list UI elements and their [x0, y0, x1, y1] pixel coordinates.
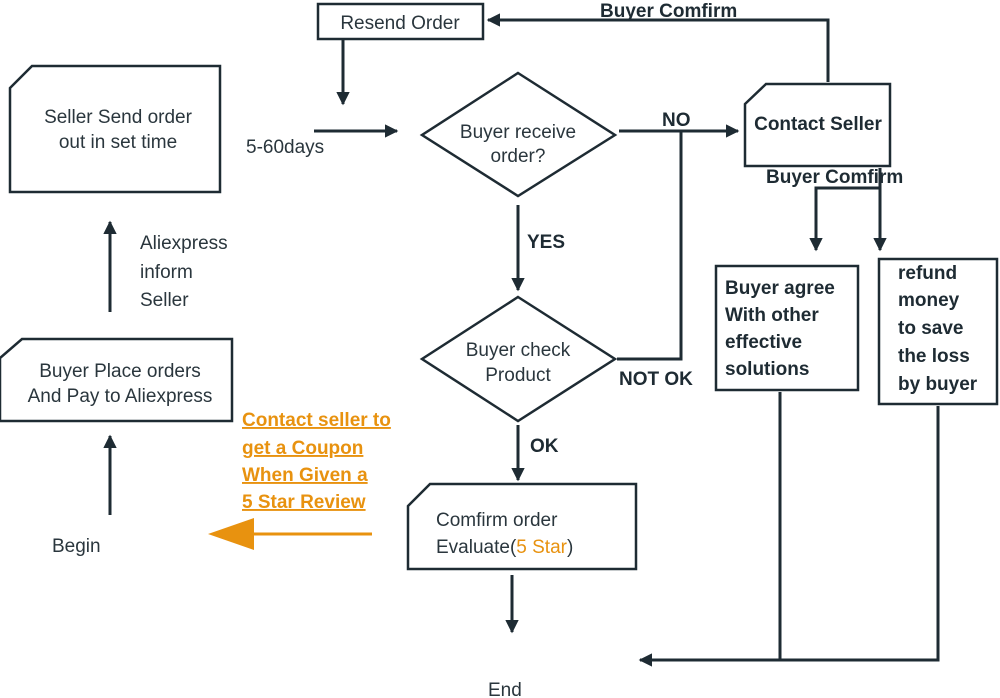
seller-send-line-1: Seller Send order [44, 107, 193, 128]
resend-order-label: Resend Order [340, 13, 460, 34]
refund-line-4: the loss [898, 346, 970, 367]
coupon-line-2: get a Coupon [242, 438, 363, 459]
aliexpress-inform-line-3: Seller [140, 290, 189, 311]
buyer-check-decision [419, 295, 618, 423]
end-label: End [488, 680, 522, 698]
seller-send-box [8, 64, 222, 194]
arrow-contact-to-resend [486, 13, 830, 82]
buyer-check-line-1: Buyer check [466, 340, 571, 361]
contact-seller-label: Contact Seller [754, 114, 882, 135]
arrow-refund-to-end [638, 406, 940, 667]
confirm-evaluate-text: Evaluate( [436, 537, 517, 558]
refund-line-5: by buyer [898, 374, 978, 395]
line-notok-to-no [617, 131, 683, 361]
buyer-place-box [0, 337, 234, 423]
buyer-receive-line-2: order? [491, 146, 546, 167]
buyer-receive-decision [419, 71, 618, 198]
confirm-five-star: 5 Star [516, 537, 567, 558]
buyer-place-line-1: Buyer Place orders [39, 361, 201, 382]
buyer-confirm-mid-label: Buyer Comfirm [766, 167, 903, 188]
no-label: NO [662, 110, 691, 131]
coupon-line-3: When Given a [242, 465, 368, 486]
days-label: 5-60days [246, 137, 324, 158]
contact-seller-box [743, 82, 892, 168]
arrow-contact-to-agree [809, 168, 882, 252]
coupon-line-1: Contact seller to [242, 410, 391, 431]
resend-order-box [316, 2, 485, 41]
aliexpress-inform-line-1: Aliexpress [140, 233, 228, 254]
aliexpress-inform-line-2: inform [140, 262, 193, 283]
buyer-confirm-top-label: Buyer Comfirm [600, 1, 737, 22]
buyer-agree-line-4: solutions [725, 359, 809, 380]
confirm-order-box [406, 482, 638, 571]
not-ok-label: NOT OK [619, 369, 693, 390]
buyer-place-line-2: And Pay to Aliexpress [28, 386, 213, 407]
buyer-agree-line-2: With other [725, 305, 819, 326]
confirm-order-line-1: Comfirm order [436, 510, 558, 531]
buyer-agree-line-3: effective [725, 332, 802, 353]
ok-label: OK [530, 436, 559, 457]
begin-label: Begin [52, 536, 101, 557]
seller-send-line-2: out in set time [59, 132, 177, 153]
buyer-receive-line-1: Buyer receive [460, 122, 576, 143]
confirm-order-line-2: Evaluate(5 Star) [436, 537, 573, 558]
buyer-check-line-2: Product [485, 365, 551, 386]
refund-line-1: refund [898, 263, 957, 284]
confirm-close-paren: ) [567, 537, 573, 558]
refund-line-2: money [898, 290, 960, 311]
yes-label: YES [527, 232, 565, 253]
buyer-agree-line-1: Buyer agree [725, 278, 835, 299]
orange-arrow-head [208, 518, 254, 550]
buyer-agree-box [714, 264, 860, 392]
coupon-line-4: 5 Star Review [242, 492, 366, 513]
refund-line-3: to save [898, 318, 963, 339]
refund-box [877, 257, 999, 406]
